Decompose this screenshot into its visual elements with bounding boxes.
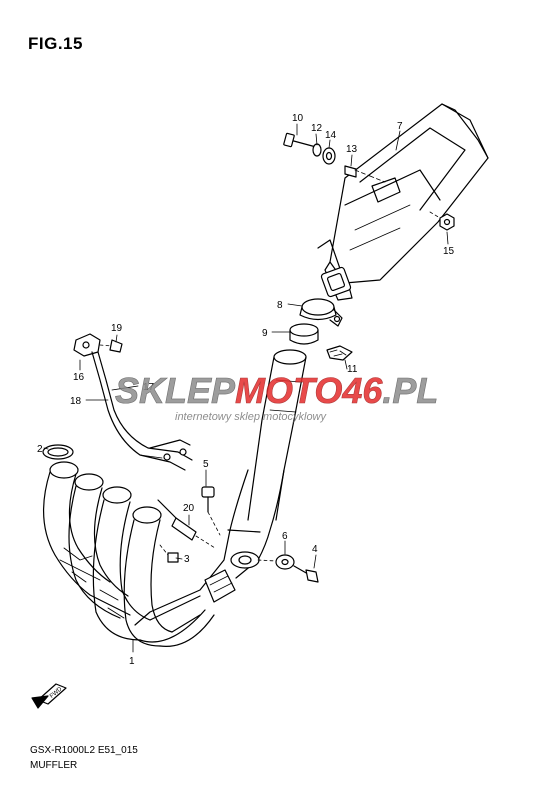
watermark-prefix: SKLEP (115, 370, 236, 411)
part-ref-1: 1 (129, 656, 135, 667)
part-ref-16: 16 (73, 372, 85, 383)
part-ref-3: 3 (184, 554, 190, 565)
muffler-body (317, 103, 489, 301)
part-ref-8: 8 (277, 300, 283, 311)
watermark: SKLEPMOTO46.PL internetowy sklep motocyk… (115, 370, 439, 423)
part-ref-4: 4 (312, 544, 318, 555)
part-ref-7: 7 (397, 121, 403, 132)
model-code: GSX-R1000L2 E51_015 (30, 745, 138, 756)
figure-title: FIG.15 (28, 34, 83, 53)
part-ref-5: 5 (203, 459, 209, 470)
part-ref-14: 14 (325, 130, 337, 141)
part-ref-10: 10 (292, 113, 304, 124)
part-ref-20: 20 (183, 503, 195, 514)
collector (134, 469, 285, 626)
part-ref-18: 18 (70, 396, 82, 407)
bolt-3 (159, 544, 179, 563)
part-ref-6: 6 (282, 531, 288, 542)
nut-15 (429, 211, 455, 231)
o2-sensor-20 (157, 499, 216, 549)
header-pipes (42, 444, 215, 648)
group-name: MUFFLER (30, 760, 78, 771)
bolt-5 (201, 486, 221, 536)
part-ref-15: 15 (443, 246, 455, 257)
watermark-highlight: MOTO (235, 370, 342, 411)
part-ref-2: 2 (37, 444, 43, 455)
cushion-6 (257, 554, 295, 570)
part-ref-19: 19 (111, 323, 123, 334)
watermark-number: 46 (341, 370, 383, 411)
part-reference-labels: 10 12 14 13 7 15 8 9 11 19 16 17 18 2 5 … (37, 113, 455, 667)
part-ref-12: 12 (311, 123, 323, 134)
watermark-tagline: internetowy sklep motocyklowy (175, 411, 328, 423)
watermark-suffix: .PL (382, 370, 438, 411)
bolt-4 (293, 565, 319, 583)
svg-text:SKLEPMOTO46.PL: SKLEPMOTO46.PL (115, 370, 438, 411)
spring-11 (326, 345, 353, 361)
fwd-arrow-icon (31, 683, 67, 709)
gasket-9 (289, 323, 319, 345)
wire-harness (91, 351, 193, 471)
part-ref-13: 13 (346, 144, 358, 155)
part-ref-17: 17 (143, 382, 155, 393)
clamp-8 (299, 298, 343, 327)
link-pipe (247, 349, 307, 521)
part-ref-9: 9 (262, 328, 268, 339)
part-ref-11: 11 (347, 364, 358, 375)
